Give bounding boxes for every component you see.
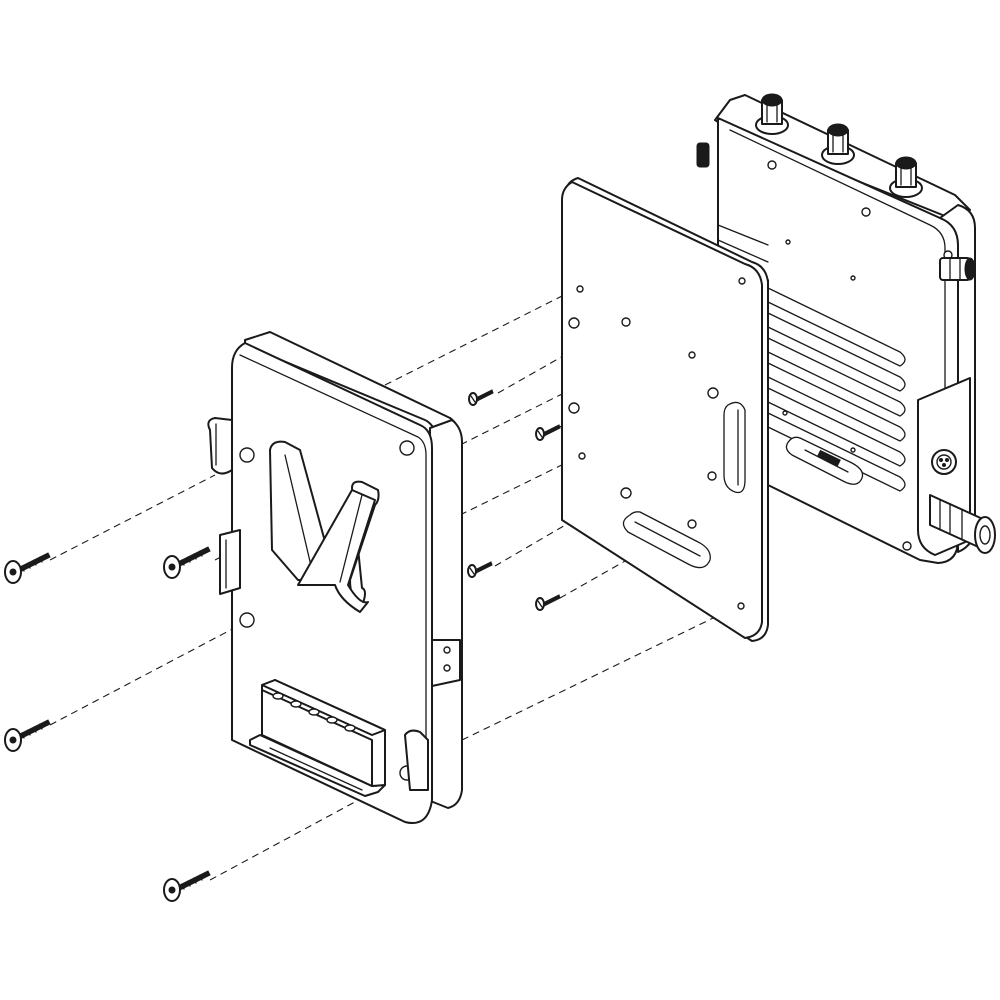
adapter-hole [568,402,580,414]
plate-face-inset [239,354,427,791]
adapter-hole [687,519,697,529]
guide-line-5 [384,287,579,386]
guide-line-12 [461,603,743,741]
cooling-fin [767,362,906,442]
cap-screws [4,546,211,902]
unit-screw-hole [902,541,912,551]
flat-screw-4 [535,594,561,611]
unit-screw-hole [850,275,856,281]
cooling-fins [767,287,906,492]
adapter-hole [737,602,745,610]
adapter-hole [620,487,632,499]
cooling-fin [767,387,906,467]
cooling-fin [767,312,906,392]
cooling-fin [767,412,906,492]
unit-slot-contact [817,449,841,467]
side-connector-stub [696,142,710,168]
cap-screw-4 [163,870,211,902]
adapter-plate [561,177,769,642]
plate-right-side [427,419,463,809]
cap-screw-3 [4,719,51,752]
top-knob-2 [821,123,855,165]
unit-screw-hole [861,207,871,217]
unit-slot-recess [785,436,864,485]
adapter-diagonal-slot [622,511,711,569]
adapter-hole [738,277,746,285]
unit-step-line-2 [717,239,769,263]
unit-screw-hole [782,410,788,416]
cooling-fin [767,337,906,417]
unit-slot-inner [804,449,849,473]
cooling-fin [767,287,906,367]
adapter-plate-face [561,181,763,639]
adapter-hole [688,351,696,359]
adapter-vertical-slot [723,401,746,494]
adapter-hole [621,317,631,327]
battery-contact-block [249,679,386,797]
unit-face-panel [729,129,946,541]
adapter-hole [707,471,717,481]
side-antenna-connector [939,257,976,281]
unit-screw-hole [785,239,791,245]
top-knob-1 [755,93,789,135]
cap-screw-2 [163,546,211,579]
unit-step-line-1 [717,224,769,246]
guide-line-3 [49,624,241,726]
side-clip-left [219,529,241,595]
adapter-hole [707,387,719,399]
bnc-connector [929,494,996,554]
adapter-hole [576,285,584,293]
wireless-video-unit [696,93,996,564]
plate-mount-hole [239,447,255,463]
guide-line-1 [49,474,216,561]
flat-screw-2 [535,424,561,441]
adapter-diagonal-slot-inner [634,521,701,557]
flat-screw-1 [468,389,494,406]
unit-screw-hole [850,447,856,453]
plate-mount-hole [399,440,415,456]
flat-screw-3 [467,561,493,578]
v-mount-battery-plate [207,331,463,824]
adapter-hole [568,317,580,329]
cap-screw-1 [4,552,51,584]
bottom-lock-right [404,729,429,791]
side-latch [207,417,233,475]
top-knob-3 [889,156,923,198]
right-side-tab [431,639,461,687]
unit-screw-hole [767,160,777,170]
flat-head-screws [467,389,561,611]
guide-line-8 [449,384,581,451]
adapter-hole [578,452,586,460]
plate-mount-hole [239,612,255,628]
